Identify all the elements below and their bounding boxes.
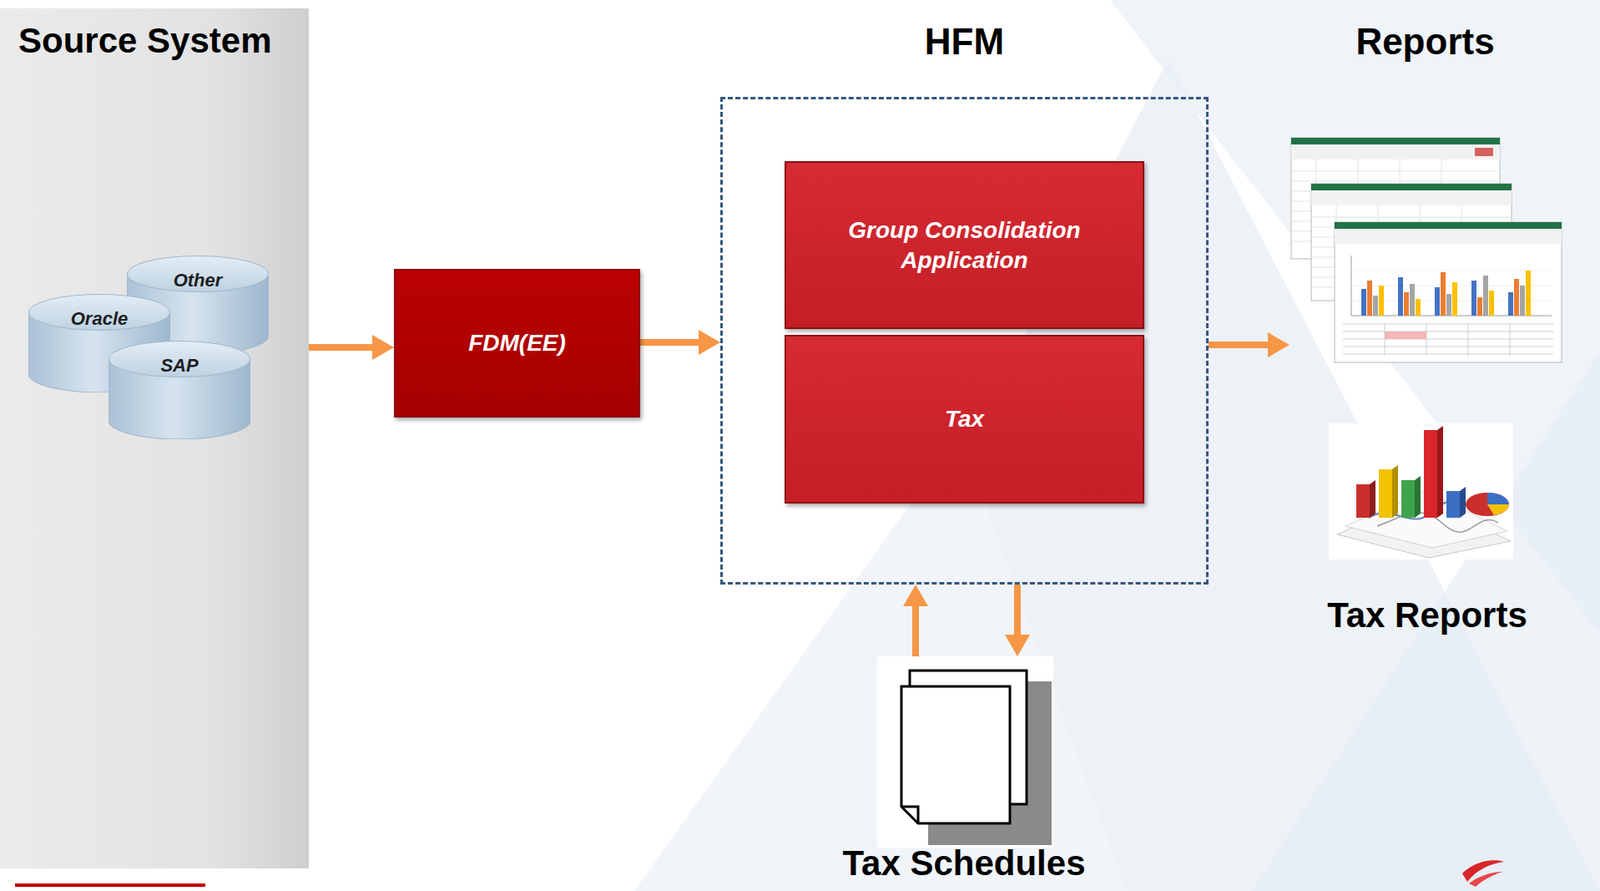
heading-label: Source System [18, 20, 272, 62]
node-label: Other [173, 269, 223, 292]
arrow-shaft [1014, 584, 1021, 636]
heading-label: HFM [924, 20, 1005, 64]
logo-swoosh [1462, 859, 1505, 887]
footer-rule [15, 883, 206, 887]
process-box: Tax [784, 334, 1145, 504]
arrow-shaft [308, 343, 374, 351]
heading-label: Tax Reports [1327, 595, 1528, 636]
document-figure: Tax Schedules [817, 656, 1111, 887]
report-figure: Tax Reports [1302, 417, 1553, 639]
arrow-head [372, 334, 394, 360]
flow-arrow [640, 329, 721, 355]
arrow-head [698, 329, 721, 355]
arrow-head [1267, 332, 1290, 358]
arrow-shaft [640, 338, 701, 346]
cylinder-top [29, 294, 171, 331]
arrow-head [1004, 634, 1030, 657]
report-figure: Reports [1289, 18, 1561, 363]
source-band: Source SystemOtherOracleSAP [0, 8, 309, 869]
spreadsheet-icon [1291, 137, 1562, 363]
flow-arrow [903, 584, 929, 657]
process-box: Group Consolidation Application [784, 161, 1145, 329]
arrow-head [903, 584, 929, 606]
node-label: Tax [944, 403, 985, 435]
heading-label: Reports [1355, 20, 1495, 64]
cylinder-top [109, 341, 251, 378]
flow-arrow [1208, 332, 1290, 358]
flow-arrow [1004, 584, 1030, 657]
hfm-group: HFM Group Consolidation ApplicationTax [720, 16, 1209, 585]
arrow-shaft [1208, 341, 1270, 349]
heading-label: Tax Schedules [842, 842, 1086, 884]
arrow-shaft [912, 604, 919, 657]
process-box: FDM(EE) [393, 268, 641, 418]
document-icon [877, 656, 1054, 848]
node-label: Oracle [70, 307, 129, 330]
flow-arrow [308, 334, 394, 360]
node-label: Group Consolidation Application [818, 215, 1111, 276]
tax-chart-icon [1328, 423, 1514, 560]
database-cylinder: SAP [108, 340, 251, 440]
node-label: SAP [160, 354, 198, 377]
cylinder-top [127, 256, 269, 293]
watermark [634, 0, 1600, 891]
node-label: FDM(EE) [468, 328, 566, 359]
